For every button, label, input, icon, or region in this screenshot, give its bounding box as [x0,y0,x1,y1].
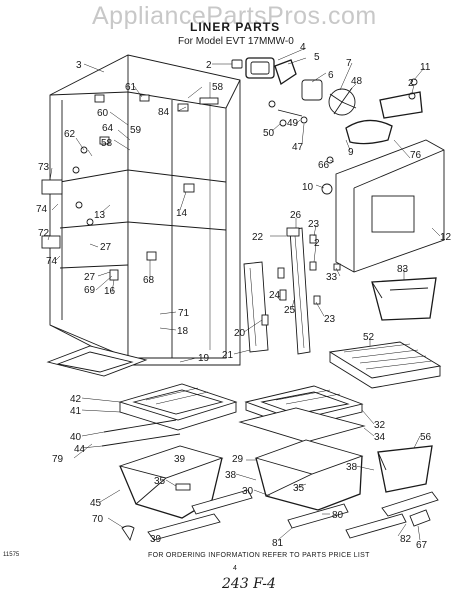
part-label: 25 [284,305,296,316]
part-label: 58 [101,138,113,149]
part-label: 27 [84,272,96,283]
part-label: 76 [410,150,422,161]
part-label: 58 [212,82,224,93]
part-label: 62 [64,129,76,140]
part-label: 40 [70,432,82,443]
shelf-rails [243,227,341,355]
part-label: 29 [232,454,244,465]
part-label: 11 [420,62,431,73]
part-label: 6 [328,70,334,81]
part-label: 42 [70,394,82,405]
part-label: 68 [143,275,155,286]
part-label: 84 [158,107,170,118]
watermark-text: AppliancePartsPros.com [92,2,377,30]
part-label: 41 [70,406,82,417]
part-label: 73 [38,162,50,173]
part-label: 35 [154,476,166,487]
part-label: 79 [52,454,64,465]
part-label: 49 [287,118,299,129]
part-label: 3 [76,60,82,71]
part-label: 69 [84,285,96,296]
part-label: 50 [263,128,275,139]
part-label: 34 [374,432,386,443]
part-label: 18 [177,326,189,337]
part-label: 24 [269,290,281,301]
part-label: 70 [92,514,104,525]
part-label: 39 [150,534,162,545]
part-label: 48 [351,76,363,87]
part-label: 39 [174,454,186,465]
part-label: 13 [94,210,106,221]
diagram-code: 11575 [3,552,20,558]
right-glass-shelves [238,385,439,539]
left-glass-shelves [46,345,253,542]
ordering-note: FOR ORDERING INFORMATION REFER TO PARTS … [148,552,370,559]
part-label: 74 [36,204,48,215]
door-bin-and-wire-shelf [328,277,442,389]
part-label: 45 [90,498,102,509]
part-label: 16 [104,286,116,297]
part-label: 64 [102,123,114,134]
model-subtitle: For Model EVT 17MMW-0 [178,36,294,47]
part-label: 33 [326,272,338,283]
part-label: 2 [314,238,320,249]
rear-panel [321,139,445,273]
part-label: 71 [178,308,190,319]
part-label: 60 [97,108,109,119]
part-label: 66 [318,160,330,171]
part-label: 10 [302,182,314,193]
page-number: 4 [233,565,237,572]
part-label: 38 [346,462,358,473]
part-label: 35 [293,483,305,494]
part-label: 7 [346,58,352,69]
part-label: 21 [222,350,234,361]
part-label: 67 [416,540,428,551]
part-label: 59 [130,125,142,136]
part-label: 80 [332,510,344,521]
part-label: 52 [363,332,375,343]
part-label: 2 [206,60,212,71]
part-label: 30 [242,486,254,497]
part-label: 9 [348,147,354,158]
top-fan-and-bracket-parts [231,57,423,145]
part-label: 44 [74,444,86,455]
part-label: 32 [374,420,386,431]
part-label: 26 [290,210,302,221]
part-label: 81 [272,538,284,549]
part-label: 4 [300,42,306,53]
part-label: 5 [314,52,320,63]
handwritten-note: 243 F-4 [222,576,276,592]
part-label: 14 [176,208,188,219]
part-label: 19 [198,353,210,364]
part-label: 56 [420,432,432,443]
part-number-labels: 2 3 4 5 6 7 48 11 2 61 58 60 84 64 59 62… [36,42,452,551]
leader-lines [47,47,441,541]
part-label: 47 [292,142,304,153]
part-label: 38 [225,470,237,481]
part-label: 82 [400,534,412,545]
part-label: 23 [308,219,320,230]
part-label: 72 [38,228,50,239]
part-label: 23 [324,314,336,325]
part-label: 61 [125,82,137,93]
part-label: 74 [46,256,58,267]
liner-cabinet [41,54,241,366]
diagram-title: LINER PARTS [190,20,281,34]
part-label: 20 [234,328,246,339]
part-label: 2 [408,78,414,89]
part-label: 12 [440,232,452,243]
part-label: 27 [100,242,112,253]
part-label: 22 [252,232,264,243]
part-label: 83 [397,264,409,275]
